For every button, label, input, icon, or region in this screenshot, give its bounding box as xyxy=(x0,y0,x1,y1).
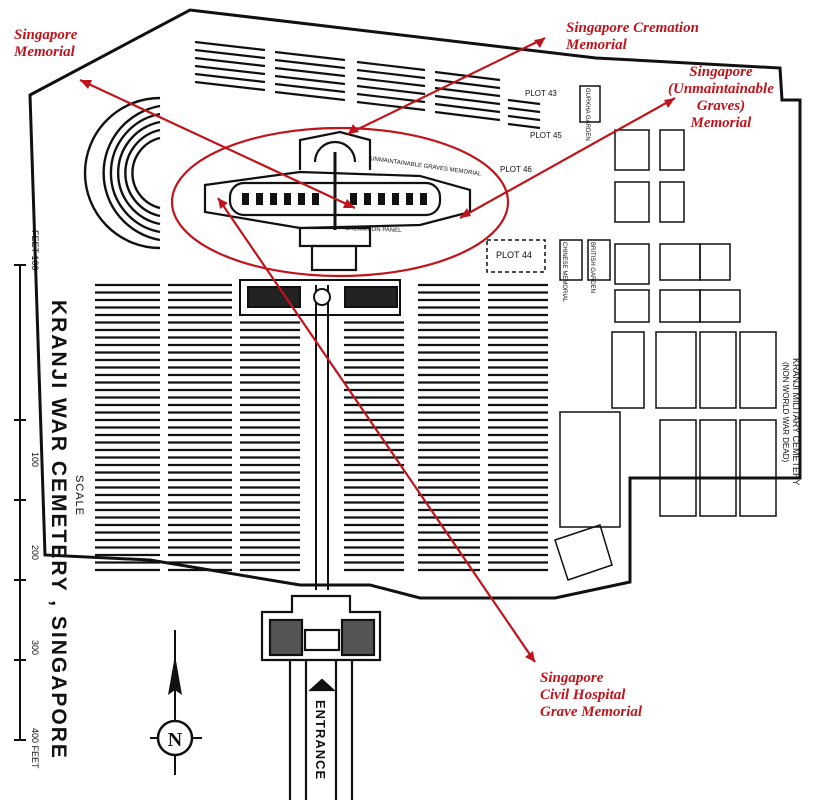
plot-44-label: PLOT 44 xyxy=(496,250,532,260)
military-cemetery-plots xyxy=(554,129,777,581)
crescent-plots xyxy=(83,96,161,250)
plot-44-area xyxy=(486,239,546,273)
memorial-panels xyxy=(242,193,427,205)
north-letter: N xyxy=(168,729,183,751)
cemetery-boundary xyxy=(28,8,802,600)
garden-blocks xyxy=(559,85,611,281)
chinese-memorial-label: CHINESE MEMORIAL xyxy=(561,242,567,303)
scale-tick-1: 100 xyxy=(30,452,40,467)
map-labels: KRANJI WAR CEMETERY , SINGAPORE SCALE FE… xyxy=(30,88,801,780)
scale-tick-3: 300 xyxy=(30,640,40,655)
annotation-unmaintainable-memorial: Singapore (Unmaintainable Graves) Memori… xyxy=(668,64,774,131)
war-grave-plots xyxy=(95,283,548,572)
scale-tick-4: 400 FEET xyxy=(30,728,40,769)
cremation-panel-label: CREMATION PANEL xyxy=(345,226,402,234)
plot-45-label: PLOT 45 xyxy=(530,131,562,140)
plot-46-label: PLOT 46 xyxy=(500,165,532,174)
compass-rose: N xyxy=(150,630,202,775)
annotation-cremation-memorial: Singapore Cremation Memorial xyxy=(566,20,699,53)
gurkha-garden-label: GURKHA GARDEN xyxy=(584,88,590,141)
central-avenue xyxy=(239,279,401,590)
entrance-label: ENTRANCE xyxy=(313,700,328,780)
annotation-arrowheads xyxy=(80,38,675,662)
plot-43-label: PLOT 43 xyxy=(525,89,557,98)
military-cemetery-sub: (NON WORLD WAR DEAD) xyxy=(781,362,790,462)
military-cemetery-label: KRANJI MILITARY CEMETERY xyxy=(791,358,801,485)
british-garden-label: BRITISH GARDEN xyxy=(589,242,595,293)
cemetery-title: KRANJI WAR CEMETERY , SINGAPORE xyxy=(47,300,70,760)
annotation-overlay xyxy=(79,37,676,663)
central-memorial xyxy=(203,130,472,272)
scale-tick-0: FEET 100 xyxy=(30,230,40,270)
annotation-singapore-memorial: Singapore Memorial xyxy=(14,27,78,60)
scale-bar xyxy=(14,264,26,741)
entrance-structure xyxy=(260,594,382,800)
scale-tick-2: 200 xyxy=(30,545,40,560)
scale-label: SCALE xyxy=(73,475,85,516)
annotation-civil-hospital-memorial: Singapore Civil Hospital Grave Memorial xyxy=(540,670,643,720)
top-plots xyxy=(194,40,541,130)
